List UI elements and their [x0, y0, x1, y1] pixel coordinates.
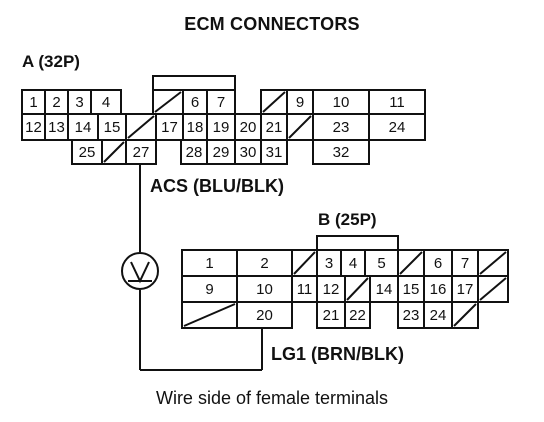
a-pin-1-number: 1 — [29, 94, 37, 111]
a-pin-14-number: 14 — [75, 119, 92, 136]
a-pin-3-number: 3 — [75, 94, 83, 111]
a-pin-14 — [67, 113, 99, 141]
a-pin-19 — [206, 113, 236, 141]
a-pin-29-number: 29 — [213, 144, 230, 161]
b-pin-3-number: 3 — [325, 255, 333, 272]
b-pin-4 — [340, 249, 366, 277]
b-pin-14 — [369, 275, 399, 303]
a-pin-28-number: 28 — [186, 144, 203, 161]
b-empty-r1b-slash — [399, 251, 423, 275]
a-pin-11-number: 11 — [389, 94, 405, 111]
a-empty-5-slash — [154, 91, 182, 113]
b-pin-21-number: 21 — [323, 307, 340, 324]
a-empty-8-slash — [262, 91, 286, 113]
a-pin-2-number: 2 — [52, 94, 60, 111]
b-pin-17-number: 17 — [457, 281, 474, 298]
a-pin-21-number: 21 — [266, 119, 283, 136]
b-empty-19-slash — [183, 303, 236, 327]
a-pin-12-number: 12 — [25, 119, 42, 136]
wire-acs-label: ACS (BLU/BLK) — [150, 176, 284, 196]
a-pin-30-number: 30 — [240, 144, 257, 161]
a-pin-24-number: 24 — [389, 119, 406, 136]
a-pin-25-number: 25 — [79, 144, 96, 161]
b-pin-15-number: 15 — [403, 281, 420, 298]
b-pin-24-number: 24 — [430, 307, 447, 324]
a-pin-20-number: 20 — [240, 119, 257, 136]
b-pin-7-number: 7 — [461, 255, 469, 272]
b-pin-24 — [423, 301, 453, 329]
b-pin-14-number: 14 — [376, 281, 393, 298]
b-pin-2 — [236, 249, 293, 277]
a-pin-32-number: 32 — [333, 144, 350, 161]
b-pin-2-number: 2 — [260, 255, 268, 272]
b-empty-13-slash — [346, 277, 369, 301]
a-pin-17-number: 17 — [161, 119, 178, 136]
a-pin-6-number: 6 — [191, 94, 199, 111]
a-pin-31 — [260, 139, 288, 165]
diagram-caption: Wire side of female terminals — [155, 388, 389, 408]
b-pin-16-number: 16 — [430, 281, 447, 298]
b-pin-23-number: 23 — [403, 307, 420, 324]
a-empty-16-slash — [127, 115, 155, 139]
diagram-title: ECM CONNECTORS — [184, 14, 360, 34]
b-pin-4-number: 4 — [349, 255, 357, 272]
a-pin-29 — [206, 139, 236, 165]
a-pin-7-number: 7 — [217, 94, 225, 111]
a-pin-18-number: 18 — [187, 119, 204, 136]
b-empty-18-slash — [479, 277, 507, 301]
b-pin-22-number: 22 — [349, 307, 366, 324]
a-pin-23-number: 23 — [333, 119, 350, 136]
a-empty-22-slash — [288, 115, 312, 139]
a-pin-27-number: 27 — [133, 144, 150, 161]
a-empty-26-slash — [103, 141, 125, 163]
b-pin-20-number: 20 — [256, 307, 273, 324]
b-pin-11-number: 11 — [297, 281, 313, 298]
b-pin-12-number: 12 — [323, 281, 340, 298]
connector-a-key — [152, 75, 236, 91]
connector-b-label: B (25P) — [318, 210, 377, 229]
a-pin-24 — [368, 113, 426, 141]
b-pin-21 — [316, 301, 346, 329]
a-pin-32 — [312, 139, 370, 165]
b-pin-20 — [236, 301, 293, 329]
a-pin-9-number: 9 — [296, 94, 304, 111]
b-pin-9-number: 9 — [205, 281, 213, 298]
b-pin-6-number: 6 — [434, 255, 442, 272]
a-pin-25 — [71, 139, 103, 165]
a-pin-10-number: 10 — [333, 94, 350, 111]
a-pin-15-number: 15 — [104, 119, 121, 136]
a-pin-31-number: 31 — [266, 144, 283, 161]
a-pin-19-number: 19 — [213, 119, 230, 136]
wire-lg1-label: LG1 (BRN/BLK) — [271, 344, 404, 364]
b-pin-10-number: 10 — [256, 281, 273, 298]
connector-a-label: A (32P) — [22, 52, 80, 71]
b-pin-1-number: 1 — [205, 255, 213, 272]
b-empty-r1a-slash — [293, 251, 316, 275]
connector-b-key — [316, 235, 399, 251]
b-empty-8-slash — [479, 251, 507, 275]
a-pin-27 — [125, 139, 157, 165]
a-pin-4-number: 4 — [102, 94, 110, 111]
b-pin-22 — [344, 301, 371, 329]
a-pin-28 — [180, 139, 208, 165]
b-pin-5-number: 5 — [377, 255, 385, 272]
b-pin-7 — [451, 249, 479, 277]
a-pin-21 — [260, 113, 288, 141]
b-pin-12 — [316, 275, 346, 303]
b-empty-25-slash — [453, 303, 477, 327]
a-pin-13-number: 13 — [48, 119, 65, 136]
voltmeter-icon — [121, 252, 159, 290]
